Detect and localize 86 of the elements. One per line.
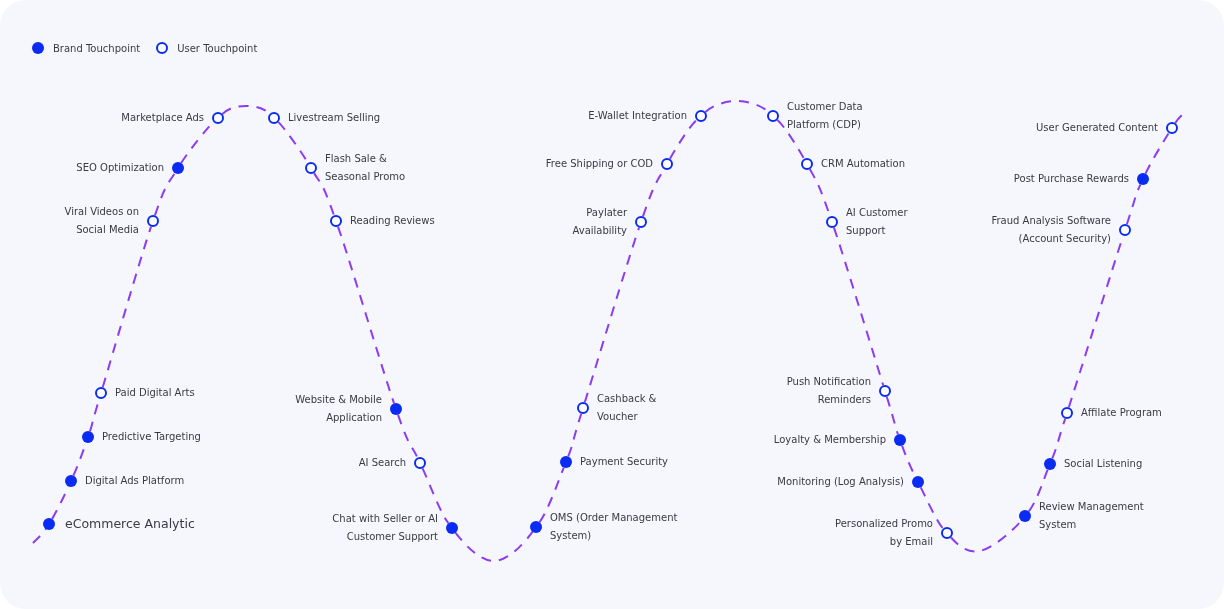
touchpoint-label: User Generated Content [1036,121,1158,135]
touchpoint-label: Customer Data Platform (CDP) [787,100,864,132]
touchpoint-label: Free Shipping or COD [545,157,653,171]
hollow-touchpoint-dot [147,215,159,227]
filled-touchpoint-dot [894,434,906,446]
touchpoint-label: Payment Security [580,455,669,469]
filled-touchpoint-dot [172,162,184,174]
hollow-touchpoint-dot [95,387,107,399]
hollow-touchpoint-dot [801,158,813,170]
dashed-journey-line [337,225,396,405]
touchpoint-label: Paid Digital Arts [115,386,195,400]
touchpoint-label: Loyalty & Membership [773,433,886,447]
hollow-touchpoint-dot [330,215,342,227]
filled-touchpoint-dot [65,475,77,487]
touchpoint-label: E-Wallet Integration [588,109,687,123]
dashed-journey-line [583,226,641,404]
filled-touchpoint-dot [390,403,402,415]
hollow-touchpoint-dot [577,402,589,414]
hollow-touchpoint-dot [635,216,647,228]
hollow-touchpoint-dot [1061,407,1073,419]
dashed-journey-line [538,466,565,524]
dashed-journey-line [101,225,153,389]
dashed-journey-line [421,467,450,525]
touchpoint-label: Social Listening [1064,457,1143,471]
dashed-journey-line [313,172,335,217]
dashed-journey-line [454,530,534,562]
legend-label: User Touchpoint [177,42,258,54]
touchpoint-label: SEO Optimization [76,161,164,175]
touchpoint-label: AI Search [358,456,406,470]
touchpoint-label: Post Purchase Rewards [1013,172,1129,186]
touchpoint-label: eCommerce Analytic [65,515,195,533]
dashed-journey-line [1125,183,1142,226]
touchpoint-label: AI Customer Support [846,206,909,238]
touchpoint-label: OMS (Order Management System) [550,511,679,543]
filled-touchpoint-dot [446,522,458,534]
touchpoint-label: Chat with Seller or AI Customer Support [331,512,438,544]
dashed-journey-line [919,486,944,530]
dashed-journey-line [396,413,419,459]
hollow-touchpoint-dot [879,385,891,397]
hollow-touchpoint-dot [268,112,280,124]
touchpoint-label: Viral Videos on Social Media [63,205,139,237]
hollow-touchpoint-dot [1119,224,1131,236]
dashed-journey-line [1051,417,1067,460]
touchpoint-label: Livestream Selling [288,111,381,125]
touchpoint-label: CRM Automation [821,157,905,171]
dashed-journey-line [1144,132,1170,175]
touchpoint-label: Digital Ads Platform [85,474,185,488]
hollow-touchpoint-dot [212,112,224,124]
touchpoint-label: Predictive Targeting [102,430,201,444]
hollow-touchpoint-dot [767,110,779,122]
filled-touchpoint-dot [560,456,572,468]
dashed-journey-line [668,119,698,160]
dashed-journey-line [32,528,47,544]
dashed-journey-line [832,226,885,387]
filled-touchpoint-dot [530,521,542,533]
hollow-touchpoint-dot [414,457,426,469]
touchpoint-label: Flash Sale & Seasonal Promo [325,152,407,184]
filled-touchpoint-dot [1137,173,1149,185]
filled-touchpoint-dot [1044,458,1056,470]
hollow-touchpoint-dot [1166,122,1178,134]
touchpoint-label: Reading Reviews [350,214,435,228]
filled-touchpoint-dot [43,518,55,530]
dashed-journey-line [567,412,583,458]
hollow-touchpoint-dot [826,216,838,228]
filled-touchpoint-dot [912,476,924,488]
dashed-journey-line [1027,468,1049,513]
touchpoint-label: Affilate Program [1081,406,1162,420]
touchpoint-label: Website & Mobile Application [294,393,382,425]
touchpoint-label: Fraud Analysis Software (Account Security) [990,214,1111,246]
dashed-journey-line [776,119,806,160]
filled-touchpoint-dot [82,431,94,443]
touchpoint-label: Paylater Availability [571,206,627,238]
touchpoint-label: Cashback & Voucher [597,392,657,424]
touchpoint-label: Push Notification Reminders [785,375,871,407]
hollow-touchpoint-dot [695,110,707,122]
filled-touchpoint-dot [1019,510,1031,522]
legend-label: Brand Touchpoint [53,42,141,54]
hollow-touchpoint-dot [305,162,317,174]
touchpoint-label: Personalized Promo by Email [834,517,933,549]
touchpoint-label: Review Management System [1039,500,1145,532]
hollow-touchpoint-dot [941,527,953,539]
dashed-journey-line [153,172,176,217]
touchpoint-label: Monitoring (Log Analysis) [777,475,904,489]
hollow-touchpoint-dot [661,158,673,170]
dashed-journey-line [885,395,899,436]
touchpoint-label: Marketplace Ads [121,111,204,125]
